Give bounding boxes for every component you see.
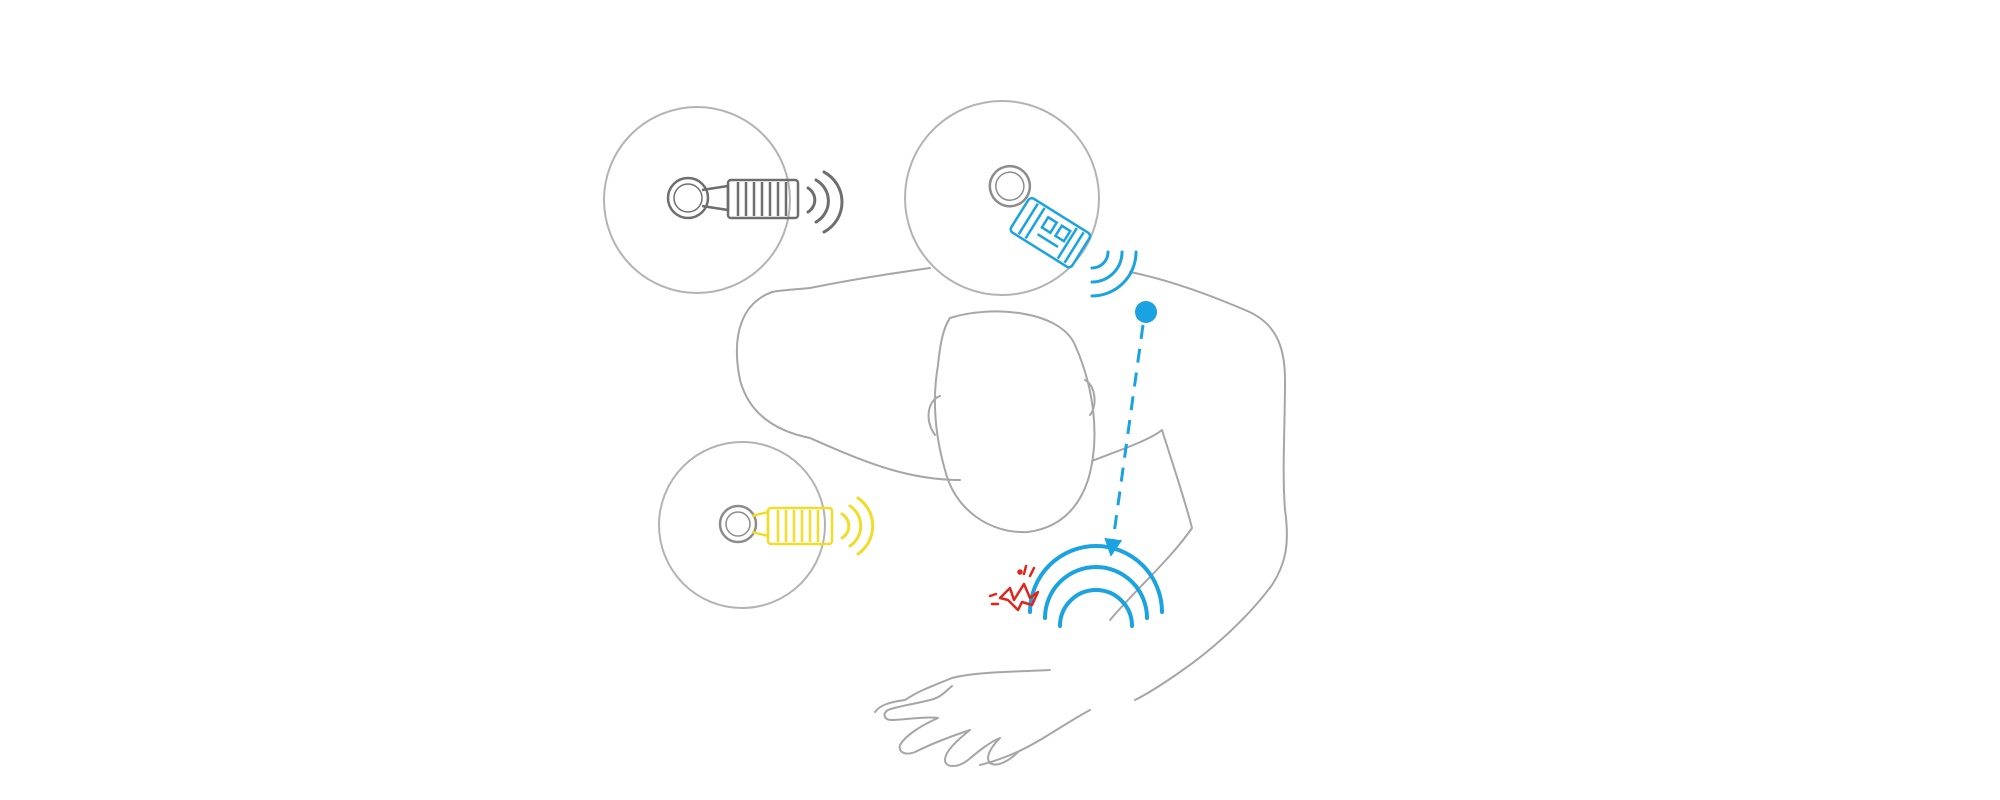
person-outline — [735, 267, 1288, 767]
signal-dashed-arrow — [1104, 324, 1145, 557]
device-idle-group — [603, 106, 844, 294]
forearm — [874, 669, 1051, 713]
device-alert-waves-icon — [840, 496, 875, 556]
neck-notch — [1084, 379, 1096, 416]
vibration-arcs-icon — [1028, 544, 1164, 628]
device-active-circle — [904, 100, 1100, 296]
device-alert-group — [658, 441, 875, 609]
ear — [927, 395, 941, 436]
signal-origin-dot — [1135, 301, 1157, 323]
device-active-icon — [988, 164, 1092, 269]
right-shoulder — [1129, 271, 1288, 701]
device-active-group — [904, 100, 1138, 298]
tap-burst-icon — [988, 564, 1040, 612]
head — [933, 310, 1096, 534]
device-alert-circle — [658, 441, 826, 609]
device-idle-circle — [603, 106, 791, 294]
device-idle-waves-icon — [806, 170, 844, 234]
forearm-lower — [979, 709, 1091, 766]
hand — [883, 685, 1019, 767]
device-alert-icon — [718, 504, 834, 546]
device-idle-icon — [666, 176, 800, 220]
left-shoulder — [735, 267, 961, 481]
signal-path — [1104, 301, 1157, 557]
device-active-waves-icon — [1090, 250, 1138, 298]
arm-inner — [1091, 429, 1193, 621]
